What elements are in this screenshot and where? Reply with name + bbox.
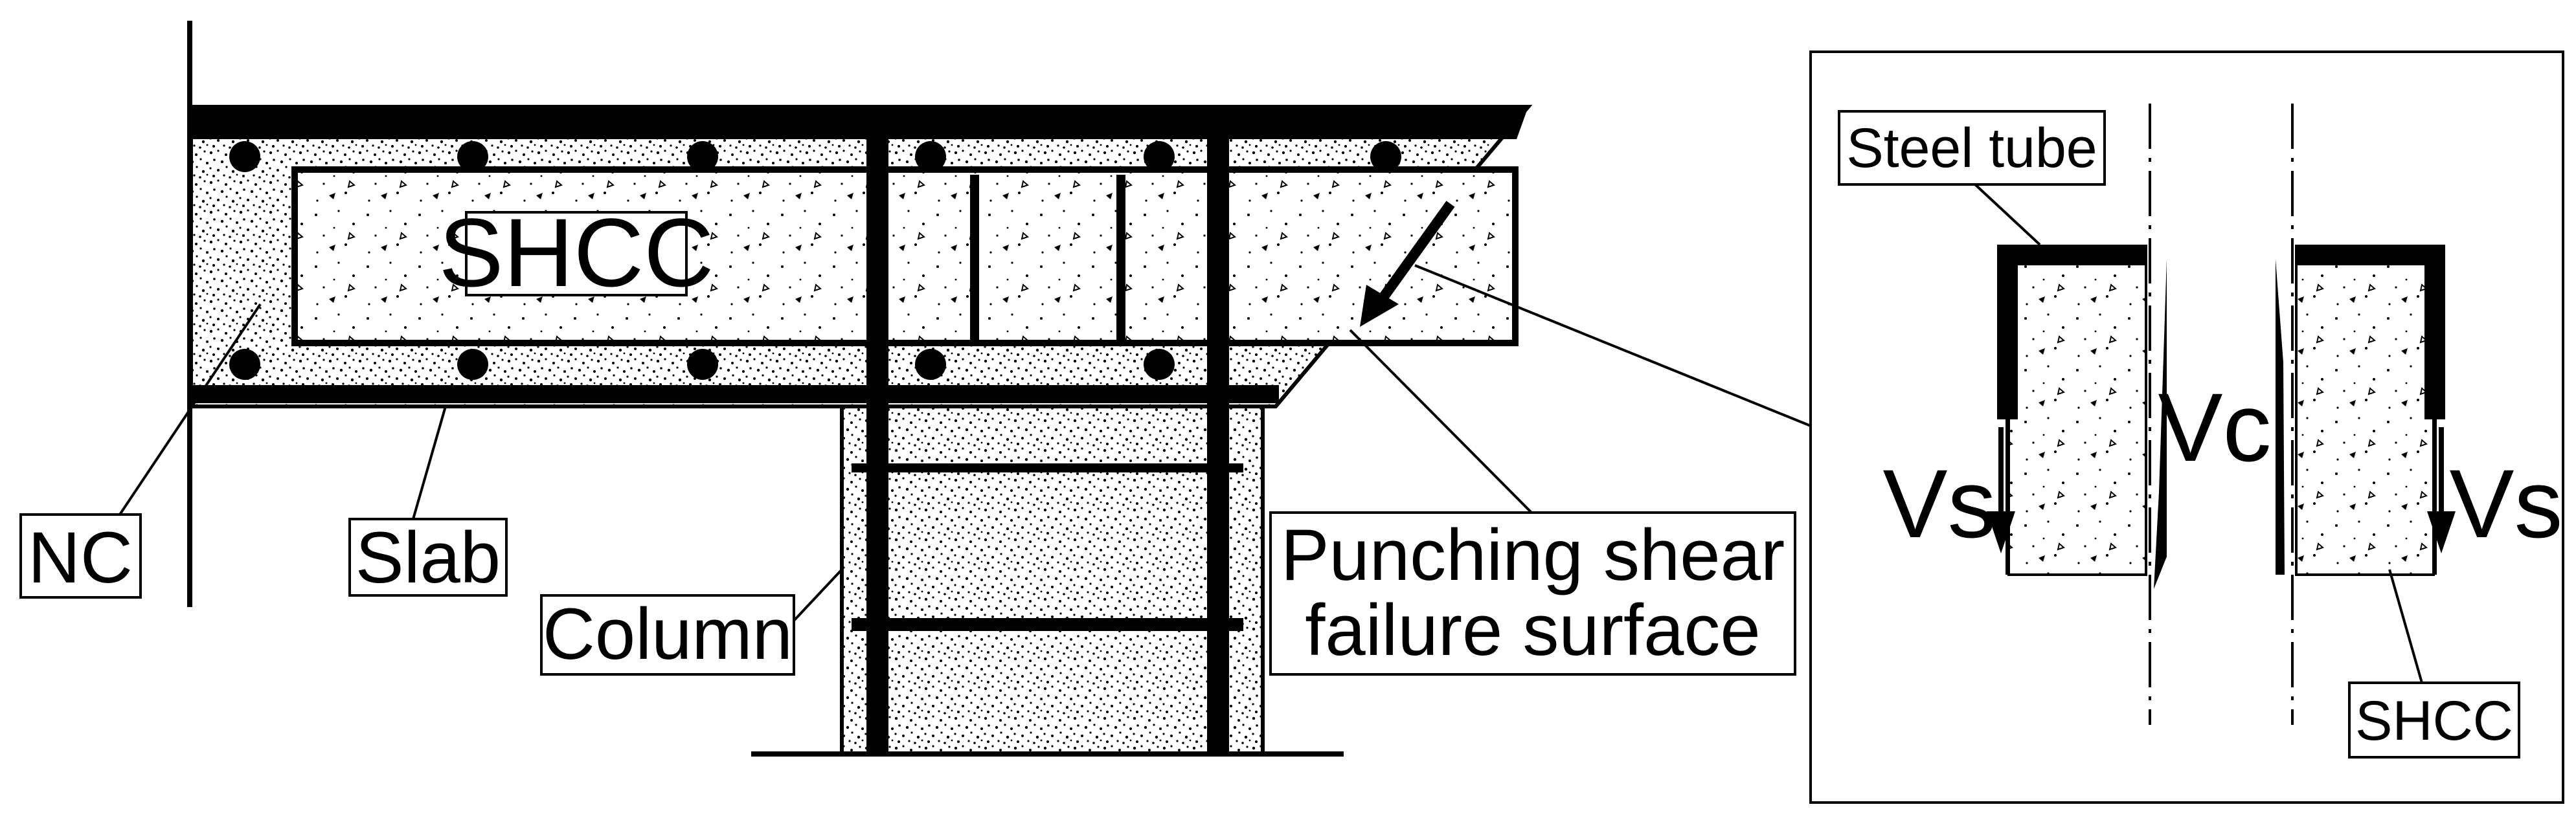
steel-tube-left [866,139,888,754]
vs-left-label: Vs [1882,449,1996,558]
steel-tube-right [1207,139,1229,754]
steel-tube-label: Steel tube [1846,117,2097,179]
slab-leader-line [412,406,447,520]
shcc-detail-label-box [2348,681,2520,759]
shcc-block-right [2295,263,2435,576]
column-label-box [540,594,795,676]
punching-arrow-shaft [1372,201,1455,311]
bottom-rebar-dots [229,349,1175,380]
vs-arrow-right-head [2427,511,2456,553]
detail-panel: Vc Vs Vs Steel tube SHCC [1809,50,2564,804]
steel-tube-label-box [1838,110,2106,186]
vs-right-label: Vs [2449,449,2562,558]
steel-tube-right-detail [2295,245,2445,419]
top-rebar-dots [229,141,1401,172]
slab-column-section: SHCC NC Slab Column Punching shear failu… [19,21,1811,757]
shcc-block-left [2007,263,2147,576]
nc-label: NC [28,517,133,598]
vs-arrow-left-head [1987,511,2015,553]
shcc-detail-label: SHCC [2355,690,2513,752]
nc-label-box [19,513,142,599]
slab-top-plate [191,107,1528,139]
vc-arrow-left [2154,259,2167,589]
slab-bottom-bar [191,385,1279,403]
column-tie-2 [852,618,1243,631]
column-junction-edge [840,404,861,414]
punching-leader-line [1349,329,1533,514]
punching-arrow-head [1360,285,1399,327]
steel-tube-left-detail [1997,245,2147,419]
shcc-slab-label-box [465,211,688,296]
punching-label-box [1269,511,1796,676]
column-label: Column [543,593,793,674]
punching-label-line2: failure surface [1305,590,1760,670]
shcc-detail-leader-line [2388,569,2423,683]
column-leader-line [792,568,843,623]
slab-label-box [348,518,508,597]
stirrup-2 [1116,175,1125,340]
slab-label: Slab [356,517,501,598]
punching-label-line1: Punching shear [1281,515,1785,595]
steel-tube-leader-line [1974,183,2041,246]
column-body [840,404,1265,756]
vc-label: Vc [2158,373,2271,482]
column-tie-1 [852,463,1243,472]
vc-arrow-right [2276,259,2285,575]
shcc-slab-label: SHCC [438,198,714,307]
detail-connector-line [1414,264,1811,427]
nc-leader-line [119,303,262,516]
stirrup-1 [970,175,979,340]
